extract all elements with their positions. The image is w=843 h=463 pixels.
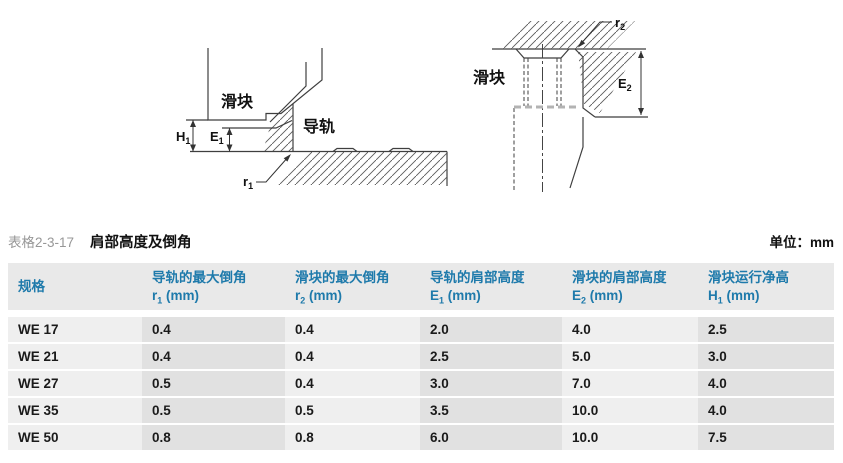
- cell-spec: WE 50: [8, 425, 142, 450]
- cell-value: 0.4: [285, 371, 420, 396]
- table-row: WE 50 0.8 0.8 6.0 10.0 7.5: [8, 425, 834, 450]
- cell-value: 0.4: [142, 344, 285, 369]
- cell-value: 4.0: [698, 398, 834, 423]
- header-r2: 滑块的最大倒角 r2 (mm): [285, 263, 420, 310]
- spec-table: 规格 导轨的最大倒角 r1 (mm) 滑块的最大倒角 r2 (mm) 导轨的肩部…: [8, 263, 834, 452]
- header-r1: 导轨的最大倒角 r1 (mm): [142, 263, 285, 310]
- e1-datum-line: [222, 119, 293, 129]
- cell-spec: WE 17: [8, 317, 142, 342]
- ground-hatch: [277, 152, 447, 185]
- table-number: 表格2-3-17: [8, 235, 75, 250]
- cell-value: 10.0: [562, 398, 698, 423]
- table-row: WE 27 0.5 0.4 3.0 7.0 4.0: [8, 371, 834, 396]
- cell-value: 0.4: [142, 317, 285, 342]
- cell-value: 5.0: [562, 344, 698, 369]
- right-slider-label: 滑块: [473, 69, 506, 87]
- mounting-pad: [388, 147, 414, 152]
- table-row: WE 17 0.4 0.4 2.0 4.0 2.5: [8, 317, 834, 342]
- left-rail-label: 导轨: [303, 117, 335, 136]
- cell-value: 3.5: [420, 398, 562, 423]
- arrowhead: [283, 154, 291, 162]
- cell-value: 6.0: [420, 425, 562, 450]
- arrowhead: [190, 144, 196, 152]
- cell-value: 0.8: [285, 425, 420, 450]
- lower-body-edge: [569, 117, 584, 189]
- cell-value: 7.5: [698, 425, 834, 450]
- cell-value: 4.0: [562, 317, 698, 342]
- arrowhead: [578, 39, 586, 48]
- table-row: WE 21 0.4 0.4 2.5 5.0 3.0: [8, 344, 834, 369]
- right-diagram: 滑块 E2 r2: [473, 15, 648, 192]
- r2-dim-label: r2: [615, 15, 625, 32]
- cell-value: 0.5: [142, 398, 285, 423]
- cell-value: 4.0: [698, 371, 834, 396]
- cell-spec: WE 35: [8, 398, 142, 423]
- header-h1: 滑块运行净高 H1 (mm): [698, 263, 834, 310]
- table-header-row: 规格 导轨的最大倒角 r1 (mm) 滑块的最大倒角 r2 (mm) 导轨的肩部…: [8, 263, 834, 310]
- arrowhead: [190, 120, 196, 127]
- header-e1: 导轨的肩部高度 E1 (mm): [420, 263, 562, 310]
- cell-value: 0.4: [285, 317, 420, 342]
- cell-value: 3.0: [420, 371, 562, 396]
- left-slider-label: 滑块: [221, 93, 254, 111]
- cell-value: 0.5: [285, 398, 420, 423]
- cell-spec: WE 27: [8, 371, 142, 396]
- cell-value: 0.5: [142, 371, 285, 396]
- cell-value: 0.4: [285, 344, 420, 369]
- right-rail-hatch: [578, 52, 636, 113]
- h1-dim-label: H1: [176, 129, 190, 146]
- cell-spec: WE 21: [8, 344, 142, 369]
- mounting-pad: [332, 147, 358, 152]
- top-surface-hatch: [497, 21, 635, 49]
- cell-value: 2.5: [420, 344, 562, 369]
- r2-leader-line: [578, 21, 612, 47]
- arrowhead: [638, 51, 644, 58]
- cell-value: 2.0: [420, 317, 562, 342]
- table-title: 肩部高度及倒角: [90, 235, 192, 251]
- header-e2: 滑块的肩部高度 E2 (mm): [562, 263, 698, 310]
- cell-value: 10.0: [562, 425, 698, 450]
- arrowhead: [226, 144, 233, 152]
- unit-label: 单位：mm: [769, 235, 834, 250]
- r1-leader-line: [256, 155, 290, 183]
- cell-value: 7.0: [562, 371, 698, 396]
- table-caption: 表格2-3-17 肩部高度及倒角 单位：mm: [8, 231, 834, 253]
- header-spec: 规格: [8, 263, 142, 310]
- cell-value: 3.0: [698, 344, 834, 369]
- cell-value: 2.5: [698, 317, 834, 342]
- e2-dim-label: E2: [618, 76, 632, 93]
- cell-value: 0.8: [142, 425, 285, 450]
- e1-dim-label: E1: [210, 129, 224, 146]
- diagrams: 滑块 导轨 H1 E1 r1: [176, 15, 648, 192]
- arrowhead: [638, 108, 644, 115]
- table-row: WE 35 0.5 0.5 3.5 10.0 4.0: [8, 398, 834, 423]
- r1-dim-label: r1: [243, 174, 253, 191]
- left-diagram: 滑块 导轨 H1 E1 r1: [176, 48, 448, 191]
- arrowhead: [226, 128, 233, 135]
